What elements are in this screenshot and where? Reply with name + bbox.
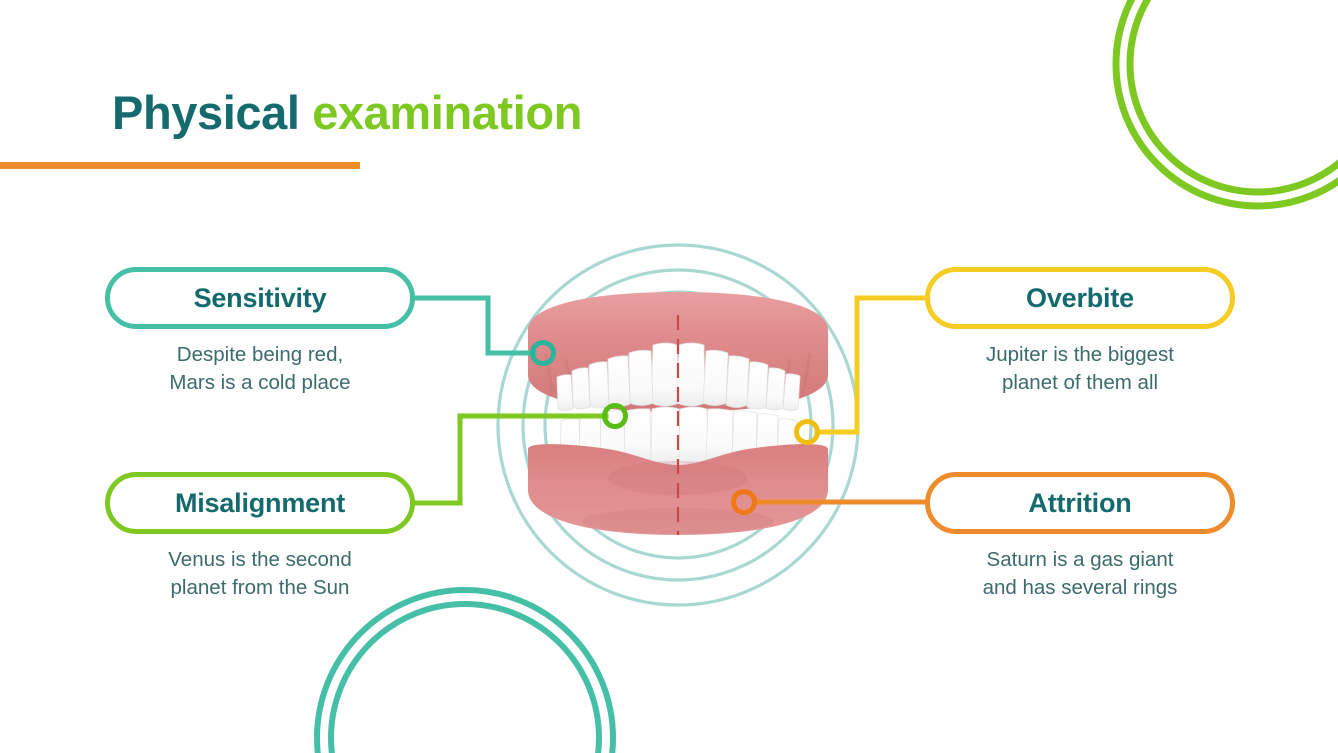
title-block: Physical examination [0,88,820,169]
page-title-accent: examination [312,86,583,139]
item-overbite-description: Jupiter is the biggest planet of them al… [985,343,1175,394]
top-right-green-arcs-decoration [1112,0,1338,210]
page-title: Physical examination [0,88,820,138]
item-attrition[interactable]: Attrition Saturn is a gas giant and has … [925,472,1235,602]
item-overbite[interactable]: Overbite Jupiter is the biggest planet o… [925,267,1235,397]
human-teeth-jaw-illustration [496,243,860,607]
item-sensitivity[interactable]: Sensitivity Despite being red, Mars is a… [105,267,415,397]
page-title-primary: Physical [112,86,313,139]
item-sensitivity-label: Sensitivity [193,282,327,313]
item-attrition-label: Attrition [1028,487,1132,518]
title-underline-rule [0,162,360,169]
item-misalignment-description: Venus is the second planet from the Sun [168,548,352,599]
item-attrition-description: Saturn is a gas giant and has several ri… [982,548,1178,599]
item-sensitivity-pill[interactable]: Sensitivity [105,267,415,329]
item-sensitivity-description: Despite being red, Mars is a cold place [169,343,351,394]
item-overbite-label: Overbite [1026,282,1134,313]
item-misalignment-label: Misalignment [174,487,346,518]
item-misalignment-pill[interactable]: Misalignment [105,472,415,534]
upper-teeth-row [556,342,801,411]
item-overbite-pill[interactable]: Overbite [925,267,1235,329]
teeth-illustration [488,235,868,615]
item-misalignment[interactable]: Misalignment Venus is the second planet … [105,472,415,602]
item-attrition-pill[interactable]: Attrition [925,472,1235,534]
